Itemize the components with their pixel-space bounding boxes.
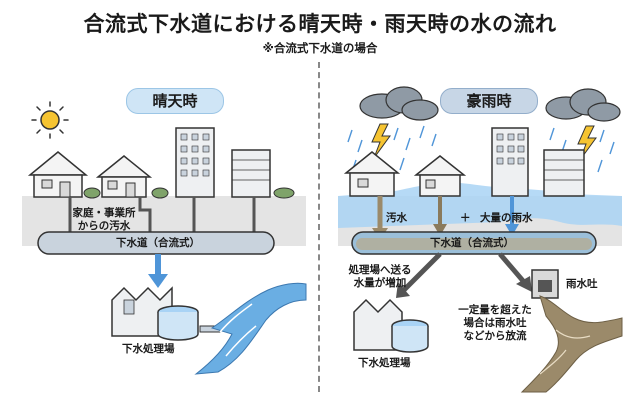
flow-arrow-head	[148, 274, 168, 288]
river	[194, 282, 307, 375]
increase-line2: 水量が増加	[353, 277, 407, 289]
sun-icon	[31, 101, 69, 139]
office-building-icon	[175, 127, 215, 198]
house-icon	[413, 155, 467, 197]
lightning-icon	[577, 125, 597, 161]
page-subtitle: ※合流式下水道の場合	[262, 41, 378, 55]
sunny-scene	[22, 101, 307, 375]
increase-line1: 処理場へ送る	[348, 264, 412, 276]
lightning-icon	[371, 123, 391, 159]
house-icon	[95, 155, 153, 198]
overflow-line1: 一定量を超えた	[458, 304, 532, 316]
treatment-plant-icon	[353, 298, 429, 353]
household-sewage-line2: からの汚水	[77, 220, 131, 232]
rain-cloud-icon	[359, 86, 439, 121]
outfall-icon	[531, 269, 559, 299]
overflow-line2: 場合は雨水吐	[463, 317, 527, 329]
sunny-plant-label: 下水処理場	[122, 343, 175, 355]
house-icon	[343, 151, 401, 197]
sewage-arrow	[433, 224, 447, 236]
sunny-pipe-label: 下水道（合流式）	[116, 237, 200, 249]
flow-arrow	[516, 276, 532, 292]
house-icon	[27, 151, 89, 198]
rain-plant-label: 下水処理場	[358, 357, 411, 369]
page-title: 合流式下水道における晴天時・雨天時の水の流れ	[83, 12, 557, 36]
drain-pipes	[68, 197, 256, 232]
sewage-label: 汚水	[386, 212, 407, 224]
outfall-label: 雨水吐	[566, 278, 598, 290]
office-building-icon	[491, 127, 529, 197]
rainwater-arrow	[505, 224, 519, 236]
panel-divider	[318, 62, 320, 392]
treatment-plant-icon	[111, 286, 221, 341]
household-sewage-line1: 家庭・事業所	[72, 207, 136, 219]
rain-pipe-label: 下水道（合流式）	[430, 237, 514, 249]
rain-cloud-icon	[545, 88, 621, 122]
increase-label: 処理場へ送る 水量が増加	[340, 264, 420, 290]
sunny-panel-label: 晴天時	[126, 88, 224, 114]
office-building-icon	[231, 149, 271, 198]
household-sewage-label: 家庭・事業所 からの汚水	[62, 207, 146, 233]
overflow-line3: などから放流	[463, 330, 527, 342]
rain-panel-label: 豪雨時	[440, 88, 538, 114]
rain-scene	[338, 86, 623, 393]
plus-sign: ＋	[460, 212, 471, 224]
flow-arrow	[396, 282, 410, 298]
office-building-icon	[543, 149, 585, 197]
overflow-label: 一定量を超えた 場合は雨水吐 などから放流	[452, 304, 538, 343]
rainwater-label: 大量の雨水	[480, 212, 533, 224]
